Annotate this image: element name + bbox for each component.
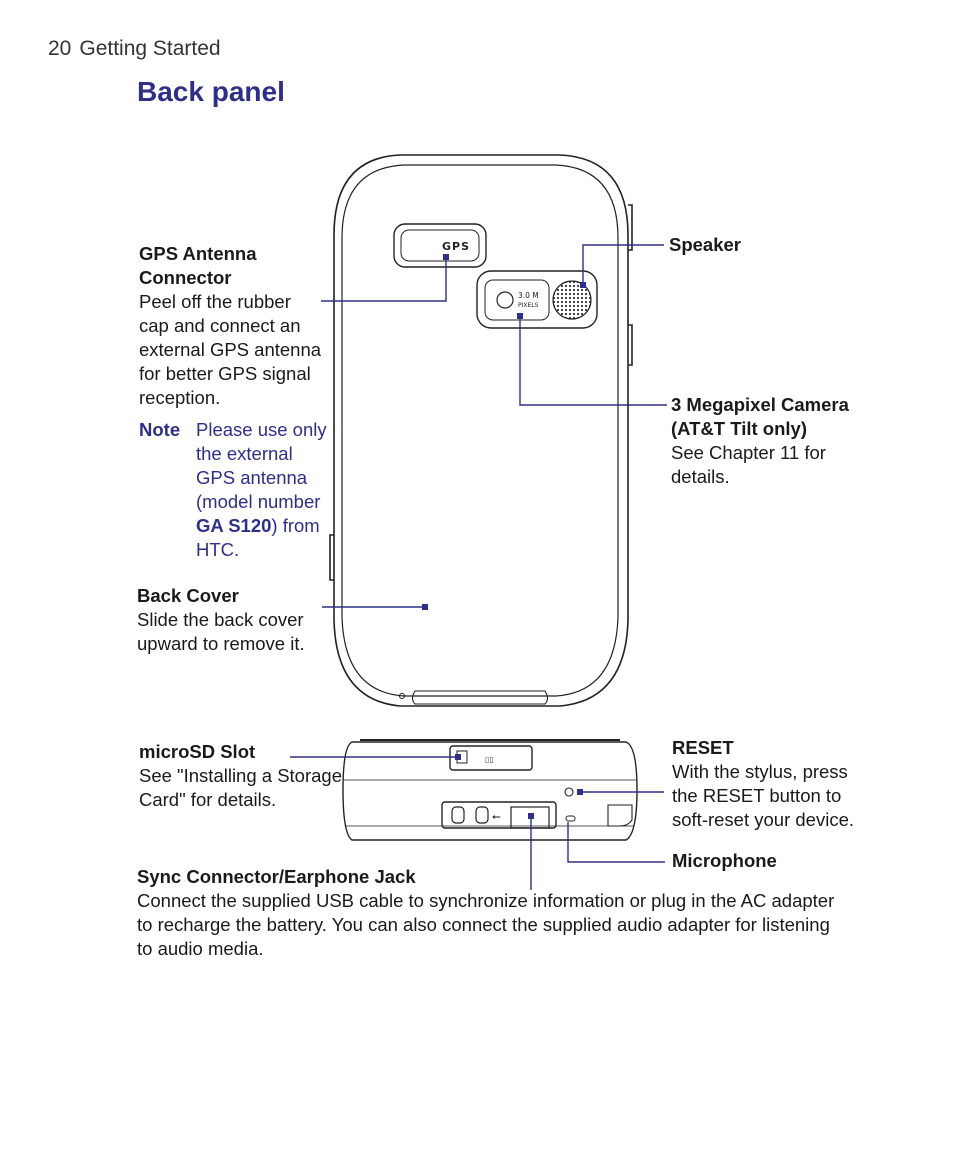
gps-heading-2: Connector xyxy=(139,267,232,288)
back-cover-desc-2: upward to remove it. xyxy=(137,633,305,654)
camera-heading-1: 3 Megapixel Camera xyxy=(671,394,849,415)
sync-heading: Sync Connector/Earphone Jack xyxy=(137,866,416,887)
running-head: 20 Getting Started xyxy=(48,37,221,61)
sync-desc-1: Connect the supplied USB cable to synchr… xyxy=(137,890,835,911)
camera-leader xyxy=(519,316,667,406)
speaker-leader xyxy=(582,244,664,285)
sync-desc-3: to audio media. xyxy=(137,938,264,959)
note-after-model: ) from xyxy=(271,515,320,536)
reset-desc-2: the RESET button to xyxy=(672,785,842,806)
back-cover-callout: Back Cover Slide the back cover upward t… xyxy=(137,584,337,656)
sync-desc-2: to recharge the battery. You can also co… xyxy=(137,914,830,935)
camera-label-line1: 3.0 M xyxy=(518,291,539,300)
note-text: Please use only the external GPS antenna… xyxy=(196,418,346,562)
note-line-3: GPS antenna xyxy=(196,467,308,488)
usb-symbol: ⭠ xyxy=(492,810,501,823)
camera-callout: 3 Megapixel Camera (AT&T Tilt only) See … xyxy=(671,393,871,489)
gps-heading-1: GPS Antenna xyxy=(139,243,257,264)
gps-callout: GPS Antenna Connector Peel off the rubbe… xyxy=(139,242,339,410)
microsd-desc-1: See "Installing a Storage xyxy=(139,765,343,786)
reset-callout: RESET With the stylus, press the RESET b… xyxy=(672,736,872,832)
gps-leader xyxy=(321,257,447,302)
leader-lines xyxy=(290,244,667,890)
gps-desc-1: Peel off the rubber xyxy=(139,291,291,312)
gps-desc-5: reception. xyxy=(139,387,221,408)
microsd-desc-2: Card" for details. xyxy=(139,789,277,810)
note-line-1: Please use only xyxy=(196,419,327,440)
note-last: HTC. xyxy=(196,539,240,560)
microphone-callout: Microphone xyxy=(672,849,777,873)
reset-heading: RESET xyxy=(672,737,734,758)
microsd-heading: microSD Slot xyxy=(139,741,256,762)
speaker-heading: Speaker xyxy=(669,234,741,255)
camera-label-line2: PIXELS xyxy=(518,302,539,309)
section-name: Getting Started xyxy=(79,37,221,60)
gps-desc-4: for better GPS signal xyxy=(139,363,311,384)
reset-desc-3: soft-reset your device. xyxy=(672,809,854,830)
reset-desc-1: With the stylus, press xyxy=(672,761,848,782)
microsd-callout: microSD Slot See "Installing a Storage C… xyxy=(139,740,354,812)
sync-callout: Sync Connector/Earphone Jack Connect the… xyxy=(137,865,877,961)
camera-heading-2: (AT&T Tilt only) xyxy=(671,418,807,439)
note-model: GA S120 xyxy=(196,515,272,536)
page-number: 20 xyxy=(48,37,72,60)
microphone-leader xyxy=(567,822,665,863)
gps-desc-3: external GPS antenna xyxy=(139,339,322,360)
back-cover-heading: Back Cover xyxy=(137,585,239,606)
speaker-grille xyxy=(552,280,592,320)
phone-bottom-illustration xyxy=(342,739,638,841)
note-line-2: the external xyxy=(196,443,293,464)
note-line-4: (model number xyxy=(196,491,321,512)
back-cover-desc-1: Slide the back cover xyxy=(137,609,304,630)
microsd-badge: ▯▯ xyxy=(485,755,494,764)
gps-connector-cap xyxy=(393,223,487,268)
gps-badge-text: GPS xyxy=(442,240,470,253)
camera-desc-2: details. xyxy=(671,466,730,487)
gps-desc-2: cap and connect an xyxy=(139,315,301,336)
note-label: Note xyxy=(139,419,181,440)
camera-desc-1: See Chapter 11 for xyxy=(671,442,826,463)
leader-endpoints xyxy=(422,254,586,819)
phone-back-illustration xyxy=(329,154,633,707)
camera-module xyxy=(476,270,598,329)
microphone-heading: Microphone xyxy=(672,850,777,871)
speaker-callout: Speaker xyxy=(669,233,741,257)
page-title: Back panel xyxy=(137,76,285,107)
